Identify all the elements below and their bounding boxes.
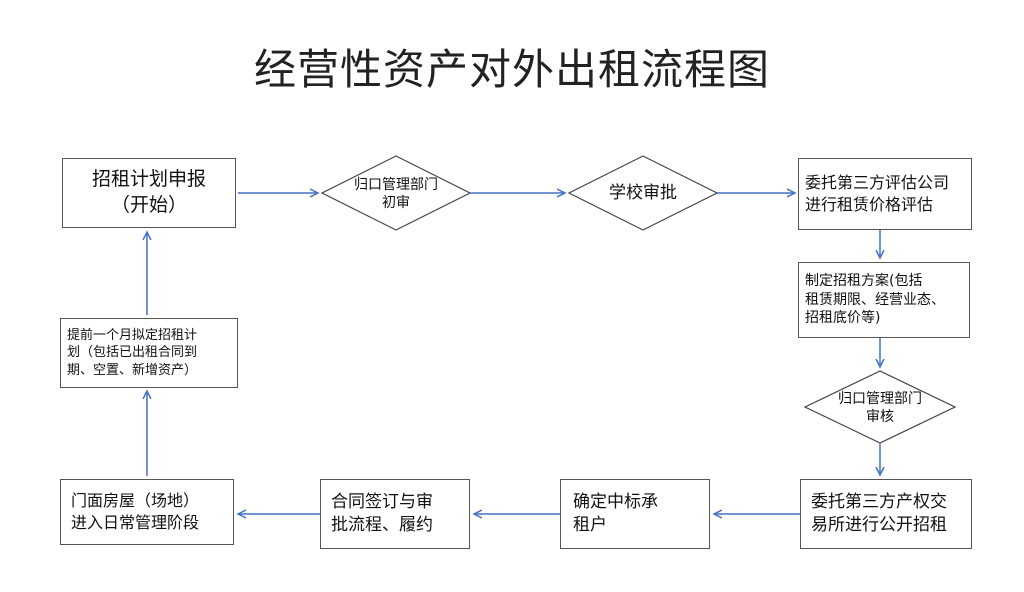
node-advance-plan: 提前一个月拟定招租计 划（包括已出租合同到 期、空置、新增资产） (60, 318, 238, 388)
node-public-bidding-label: 委托第三方产权交 易所进行公开招租 (811, 492, 947, 535)
node-school-approval-label: 学校审批 (609, 182, 677, 203)
node-plan-label: 制定招租方案(包括 租赁期限、经营业态、 招租底价等) (805, 272, 945, 327)
diagram-title: 经营性资产对外出租流程图 (253, 45, 770, 94)
node-plan: 制定招租方案(包括 租赁期限、经营业态、 招租底价等) (798, 262, 970, 338)
node-advance-plan-label: 提前一个月拟定招租计 划（包括已出租合同到 期、空置、新增资产） (67, 327, 198, 378)
node-third-party-eval-label: 委托第三方评估公司 进行租赁价格评估 (805, 173, 950, 214)
node-third-party-eval: 委托第三方评估公司 进行租赁价格评估 (798, 158, 972, 230)
node-dept-review-1: 归口管理部门 初审 (336, 172, 456, 216)
node-start: 招租计划申报 （开始） (62, 158, 236, 228)
node-dept-review-2: 归口管理部门 审核 (820, 386, 940, 430)
node-dept-review-1-label: 归口管理部门 初审 (354, 176, 438, 211)
node-school-approval: 学校审批 (583, 178, 703, 208)
node-confirm-winner-label: 确定中标承 租户 (573, 492, 658, 535)
node-contract-label: 合同签订与审 批流程、履约 (331, 492, 433, 535)
diamond-dept-review-1 (320, 155, 472, 231)
node-daily-management-label: 门面房屋（场地） 进入日常管理阶段 (71, 491, 200, 532)
node-start-label: 招租计划申报 （开始） (91, 168, 206, 216)
node-confirm-winner: 确定中标承 租户 (560, 479, 710, 549)
node-daily-management: 门面房屋（场地） 进入日常管理阶段 (60, 479, 234, 545)
diamond-school-approval (567, 155, 719, 231)
node-contract: 合同签订与审 批流程、履约 (320, 479, 470, 549)
node-dept-review-2-label: 归口管理部门 审核 (838, 390, 922, 425)
node-public-bidding: 委托第三方产权交 易所进行公开招租 (800, 479, 972, 549)
